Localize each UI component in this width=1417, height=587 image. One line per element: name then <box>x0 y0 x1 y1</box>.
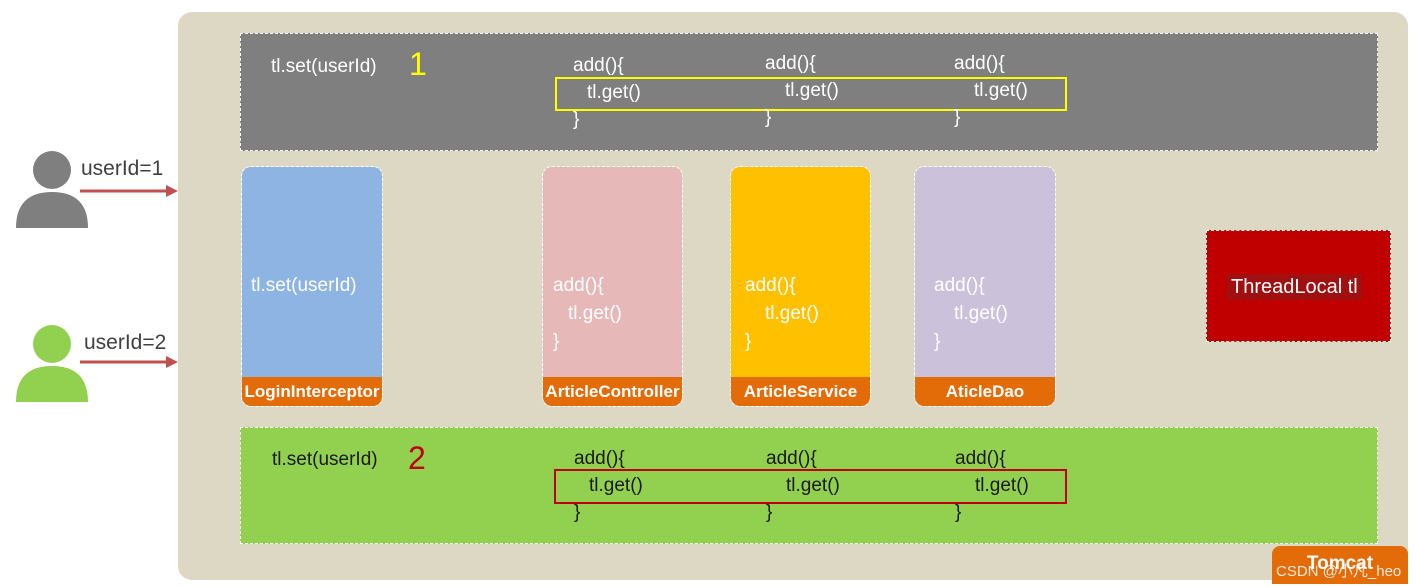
thread-2-method-2: add(){tl.get()} <box>766 448 840 523</box>
thread-1-method-2: add(){tl.get()} <box>765 53 839 128</box>
component-code: add(){tl.get()} <box>553 275 622 352</box>
tomcat-label: Tomcat <box>1272 546 1408 584</box>
thread-2-method-3: add(){tl.get()} <box>955 448 1029 523</box>
user-1-icon <box>16 151 88 228</box>
component-label: AticleDao <box>915 377 1055 406</box>
thread-1-band: tl.set(userId) 1 add(){tl.get()} add(){t… <box>240 33 1378 151</box>
component-body <box>242 167 382 377</box>
thread-2-get-highlight <box>554 469 1067 504</box>
request-1-arrow <box>80 185 178 197</box>
threadlocal-box: ThreadLocal tl <box>1206 230 1391 342</box>
component-article-service: add(){tl.get()} ArticleService <box>730 166 871 407</box>
component-label: ArticleService <box>731 377 870 406</box>
thread-1-method-1: add(){tl.get()} <box>573 55 641 130</box>
user-2-icon <box>16 325 88 402</box>
component-code: add(){tl.get()} <box>934 275 1008 352</box>
component-aticle-dao: add(){tl.get()} AticleDao <box>914 166 1056 407</box>
thread-1-get-highlight <box>555 77 1067 111</box>
thread-2-number: 2 <box>408 440 426 476</box>
user-2-label: userId=2 <box>84 331 167 354</box>
component-code: tl.set(userId) <box>251 275 357 296</box>
thread-1-method-3: add(){tl.get()} <box>954 53 1028 128</box>
thread-2-method-1: add(){tl.get()} <box>574 448 643 523</box>
component-login-interceptor: tl.set(userId) LoginInterceptor <box>241 166 383 407</box>
thread-2-band: tl.set(userId) 2 add(){tl.get()} add(){t… <box>240 427 1378 544</box>
component-body <box>731 167 870 377</box>
component-body <box>915 167 1055 377</box>
watermark: CSDN @小凡_heo <box>1276 563 1402 580</box>
component-code: add(){tl.get()} <box>745 275 819 352</box>
thread-1-set: tl.set(userId) <box>271 56 377 77</box>
user-1-label: userId=1 <box>81 157 164 180</box>
component-body <box>543 167 682 377</box>
component-label: LoginInterceptor <box>242 377 382 406</box>
component-label: ArticleController <box>543 377 682 406</box>
request-2-arrow <box>80 356 178 368</box>
thread-1-number: 1 <box>409 46 427 82</box>
threadlocal-label: ThreadLocal tl <box>1227 274 1362 300</box>
thread-2-set: tl.set(userId) <box>272 449 378 470</box>
component-article-controller: add(){tl.get()} ArticleController <box>542 166 683 407</box>
